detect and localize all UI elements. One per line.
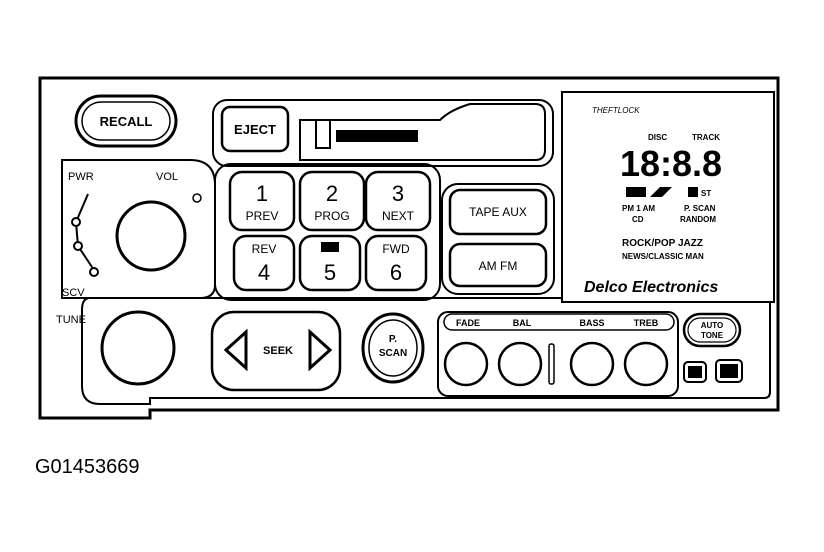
eject-label: EJECT [234, 122, 276, 137]
tone-divider [548, 343, 555, 385]
source-button-area [441, 183, 555, 295]
seek-right-arrow-icon [308, 328, 333, 372]
tape-aux-button[interactable]: TAPE AUX [448, 188, 548, 236]
display-panel: THEFTLOCK DISC TRACK 18:8.8 ST PM 1 AM P… [561, 91, 775, 303]
pwr-label: PWR [68, 171, 94, 183]
treb-knob[interactable] [623, 341, 669, 387]
track-indicator: TRACK [692, 133, 720, 142]
preset-1-label: PREV [246, 209, 279, 223]
preset-6-label: FWD [382, 242, 410, 256]
tune-label: TUNE [56, 314, 86, 326]
preset-3-button[interactable]: 3 NEXT [364, 170, 432, 232]
vol-label: VOL [156, 171, 178, 183]
pscan-button[interactable]: P. SCAN [361, 312, 425, 384]
tape-slot-icon [315, 119, 331, 149]
stereo-indicator: ST [701, 189, 711, 198]
seek-left-arrow-icon [223, 328, 248, 372]
cd-indicator: CD [632, 215, 644, 224]
cassette-icon [650, 187, 672, 197]
tone-label-strip [443, 313, 675, 331]
recall-button[interactable]: RECALL [74, 94, 178, 148]
stereo-icon [688, 187, 698, 197]
volume-knob[interactable] [115, 200, 187, 272]
tape-door [299, 103, 546, 161]
preset-2-number: 2 [326, 181, 338, 206]
auto-tone-label-top: AUTO [701, 321, 724, 330]
preset-5-indicator [321, 242, 339, 252]
preset-6-number: 6 [390, 260, 402, 285]
scv-label: SCV [62, 287, 85, 299]
auto-tone-button[interactable]: AUTO TONE [682, 312, 742, 348]
pm-am-indicator: PM 1 AM [622, 204, 655, 213]
preset-1-button[interactable]: 1 PREV [228, 170, 296, 232]
tune-knob[interactable] [100, 310, 176, 386]
preset-6-button[interactable]: FWD 6 [364, 234, 428, 292]
pscan-label-top: P. [389, 334, 397, 345]
genre-indicator-row-2: NEWS/CLASSIC MAN [622, 252, 704, 261]
preset-pad-area [214, 163, 441, 301]
seek-label: SEEK [263, 345, 293, 357]
small-button-right[interactable] [715, 359, 743, 383]
preset-3-label: NEXT [382, 209, 415, 223]
indicator-led [192, 193, 202, 203]
brand-logo: Delco Electronics [584, 279, 718, 296]
faceplate-outline [38, 76, 780, 420]
am-fm-label: AM FM [479, 259, 518, 273]
scv-mechanism-icon [71, 193, 99, 277]
preset-4-button[interactable]: REV 4 [232, 234, 296, 292]
auto-tone-label-bottom: TONE [701, 331, 724, 340]
cassette-bay [212, 99, 554, 167]
pscan-label-bottom: SCAN [379, 348, 407, 359]
tape-window [336, 130, 418, 142]
disc-indicator: DISC [648, 133, 667, 142]
bal-knob[interactable] [497, 341, 543, 387]
figure-id: G01453669 [35, 456, 140, 478]
random-indicator: RANDOM [680, 215, 716, 224]
seek-button[interactable]: SEEK [210, 310, 342, 392]
fade-label: FADE [456, 318, 480, 328]
preset-2-label: PROG [314, 209, 349, 223]
fade-knob[interactable] [443, 341, 489, 387]
bass-knob[interactable] [569, 341, 615, 387]
tape-aux-label: TAPE AUX [469, 205, 527, 219]
display-digits: 18:8.8 [620, 143, 722, 184]
preset-1-number: 1 [256, 181, 268, 206]
preset-2-button[interactable]: 2 PROG [298, 170, 366, 232]
theftlock-indicator: THEFTLOCK [592, 106, 640, 115]
preset-4-label: REV [252, 242, 277, 256]
small-button-left[interactable] [683, 361, 707, 383]
tone-control-area [437, 311, 679, 397]
preset-4-number: 4 [258, 260, 270, 285]
recall-label: RECALL [100, 114, 153, 129]
preset-5-number: 5 [324, 260, 336, 285]
bass-label: BASS [579, 318, 604, 328]
bal-label: BAL [513, 318, 532, 328]
preset-3-number: 3 [392, 181, 404, 206]
eject-button[interactable]: EJECT [220, 105, 290, 153]
pscan-indicator: P. SCAN [684, 204, 716, 213]
am-fm-button[interactable]: AM FM [448, 242, 548, 288]
tape-direction-icon [626, 187, 646, 197]
genre-indicator-row-1: ROCK/POP JAZZ [622, 238, 703, 249]
treb-label: TREB [634, 318, 659, 328]
preset-5-button[interactable]: 5 [298, 234, 362, 292]
